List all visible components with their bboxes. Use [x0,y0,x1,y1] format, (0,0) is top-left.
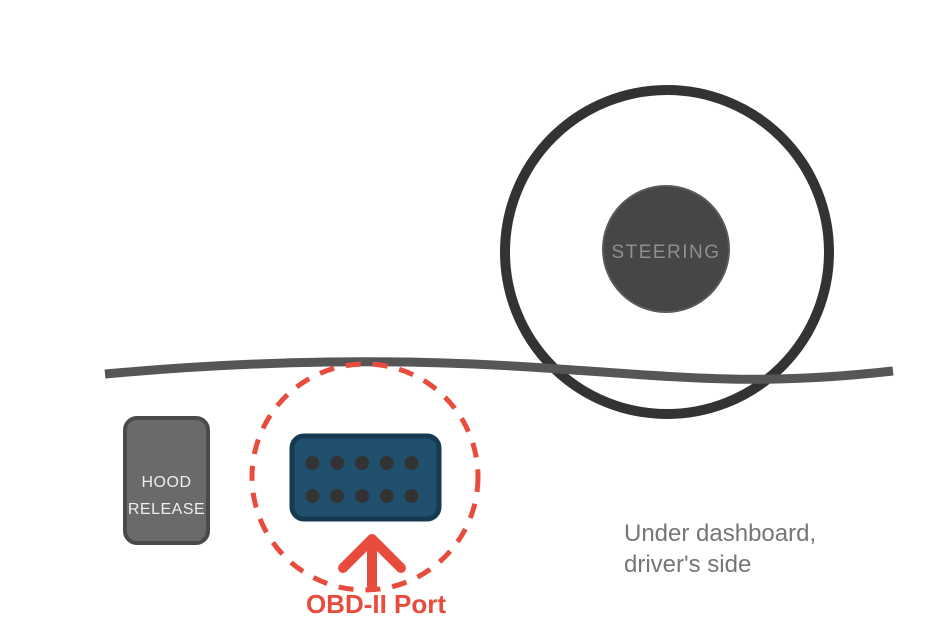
steering-wheel-hub [602,185,730,313]
obd-port-pin [330,489,345,503]
obd-port-pin [305,456,320,470]
location-note-line2: driver's side [624,551,752,578]
obd-port-pin [379,489,394,503]
hood-release-button: HOOD RELEASE [123,416,210,545]
obd-port-pin [305,489,320,503]
dashboard-line [104,357,894,384]
hood-release-label-line2: RELEASE [127,500,206,518]
obd-highlight-circle [249,361,481,593]
obd-port-label: OBD-II Port [305,589,447,619]
hood-release-label: HOOD RELEASE [128,469,205,523]
hood-release-label-line1: HOOD [141,473,192,491]
obd-port-pin [379,456,394,470]
obd-port-pin [330,456,345,470]
steering-label: STEERING [611,242,721,263]
obd-port-pins [305,456,419,503]
location-note: Under dashboard, driver's side [624,518,816,580]
obd-port-pin [404,489,419,503]
obd-port-pin [355,489,369,503]
obd-port-pin [355,456,369,470]
obd-arrow-icon [338,534,406,591]
obd-port-pin [404,456,419,470]
location-note-line1: Under dashboard, [624,520,817,547]
obd-port [289,433,442,522]
